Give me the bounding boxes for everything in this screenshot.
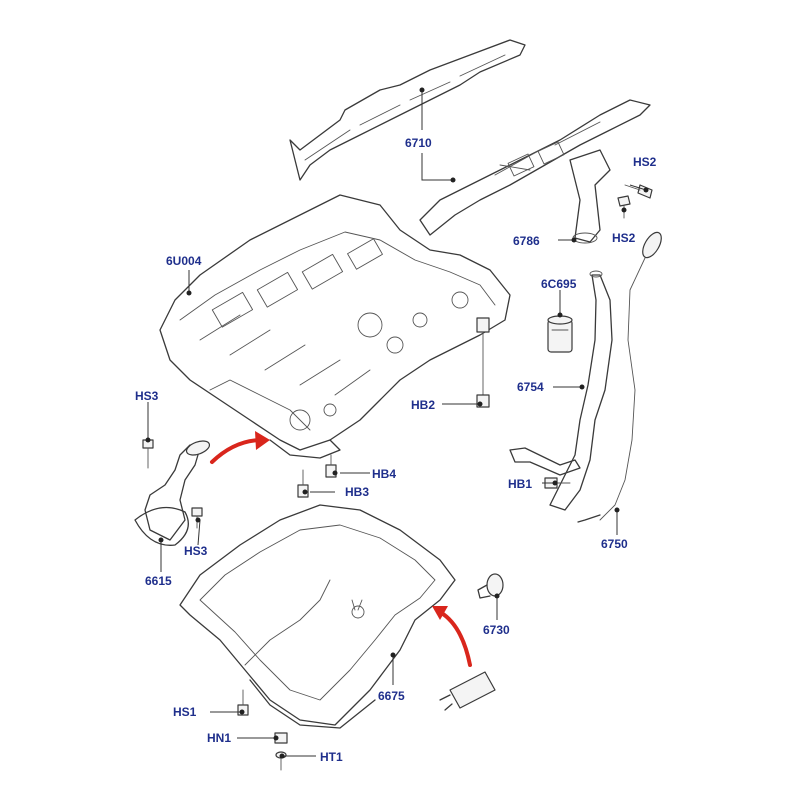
callout-HT1: HT1 (320, 750, 343, 764)
callout-HS3-upper: HS3 (135, 389, 159, 403)
callout-6U004: 6U004 (166, 254, 202, 268)
dipstick-6750 (577, 231, 662, 523)
callout-6750: 6750 (601, 537, 628, 551)
callout-labels: 6710 HS2 HS2 6786 6U004 6C695 6754 HB2 H… (135, 136, 657, 764)
callout-6754: 6754 (517, 380, 544, 394)
dipstick-tube-6754 (549, 270, 613, 511)
oil-pan-gasket-6710 (289, 39, 651, 236)
drain-plug-6730 (477, 573, 504, 599)
upper-oil-pan-6U004 (159, 194, 511, 459)
callout-HS1: HS1 (173, 705, 197, 719)
callout-6730: 6730 (483, 623, 510, 637)
callout-HS2-lower: HS2 (612, 231, 636, 245)
arrow-pickup-to-block (210, 431, 270, 464)
arrow-sealant-to-pan (432, 606, 472, 667)
callout-6710: 6710 (405, 136, 432, 150)
bolt-HB2 (476, 317, 490, 408)
fasteners (142, 184, 653, 771)
sealant-tube (439, 671, 496, 711)
callout-HB4: HB4 (372, 467, 396, 481)
oil-pump-pickup-tube-6615 (134, 440, 211, 546)
stud-HS3-upper (142, 439, 154, 469)
leader-lines (147, 90, 647, 757)
callout-HB2: HB2 (411, 398, 435, 412)
callout-HS3-lower: HS3 (184, 544, 208, 558)
callout-HB3: HB3 (345, 485, 369, 499)
oil-filter-element-6C695 (547, 315, 573, 353)
callout-6615: 6615 (145, 574, 172, 588)
callout-6786: 6786 (513, 234, 540, 248)
callout-6675: 6675 (378, 689, 405, 703)
callout-HB1: HB1 (508, 477, 532, 491)
oil-baffle-bracket-6786 (569, 149, 611, 244)
callout-HN1: HN1 (207, 731, 231, 745)
lower-oil-pan-6675 (179, 504, 456, 729)
dipstick-tube-bracket (509, 447, 581, 476)
leader-dots (145, 87, 649, 759)
bolt-HS2-lower (617, 195, 631, 219)
callout-HS2-upper: HS2 (633, 155, 657, 169)
callout-6C695: 6C695 (541, 277, 577, 291)
